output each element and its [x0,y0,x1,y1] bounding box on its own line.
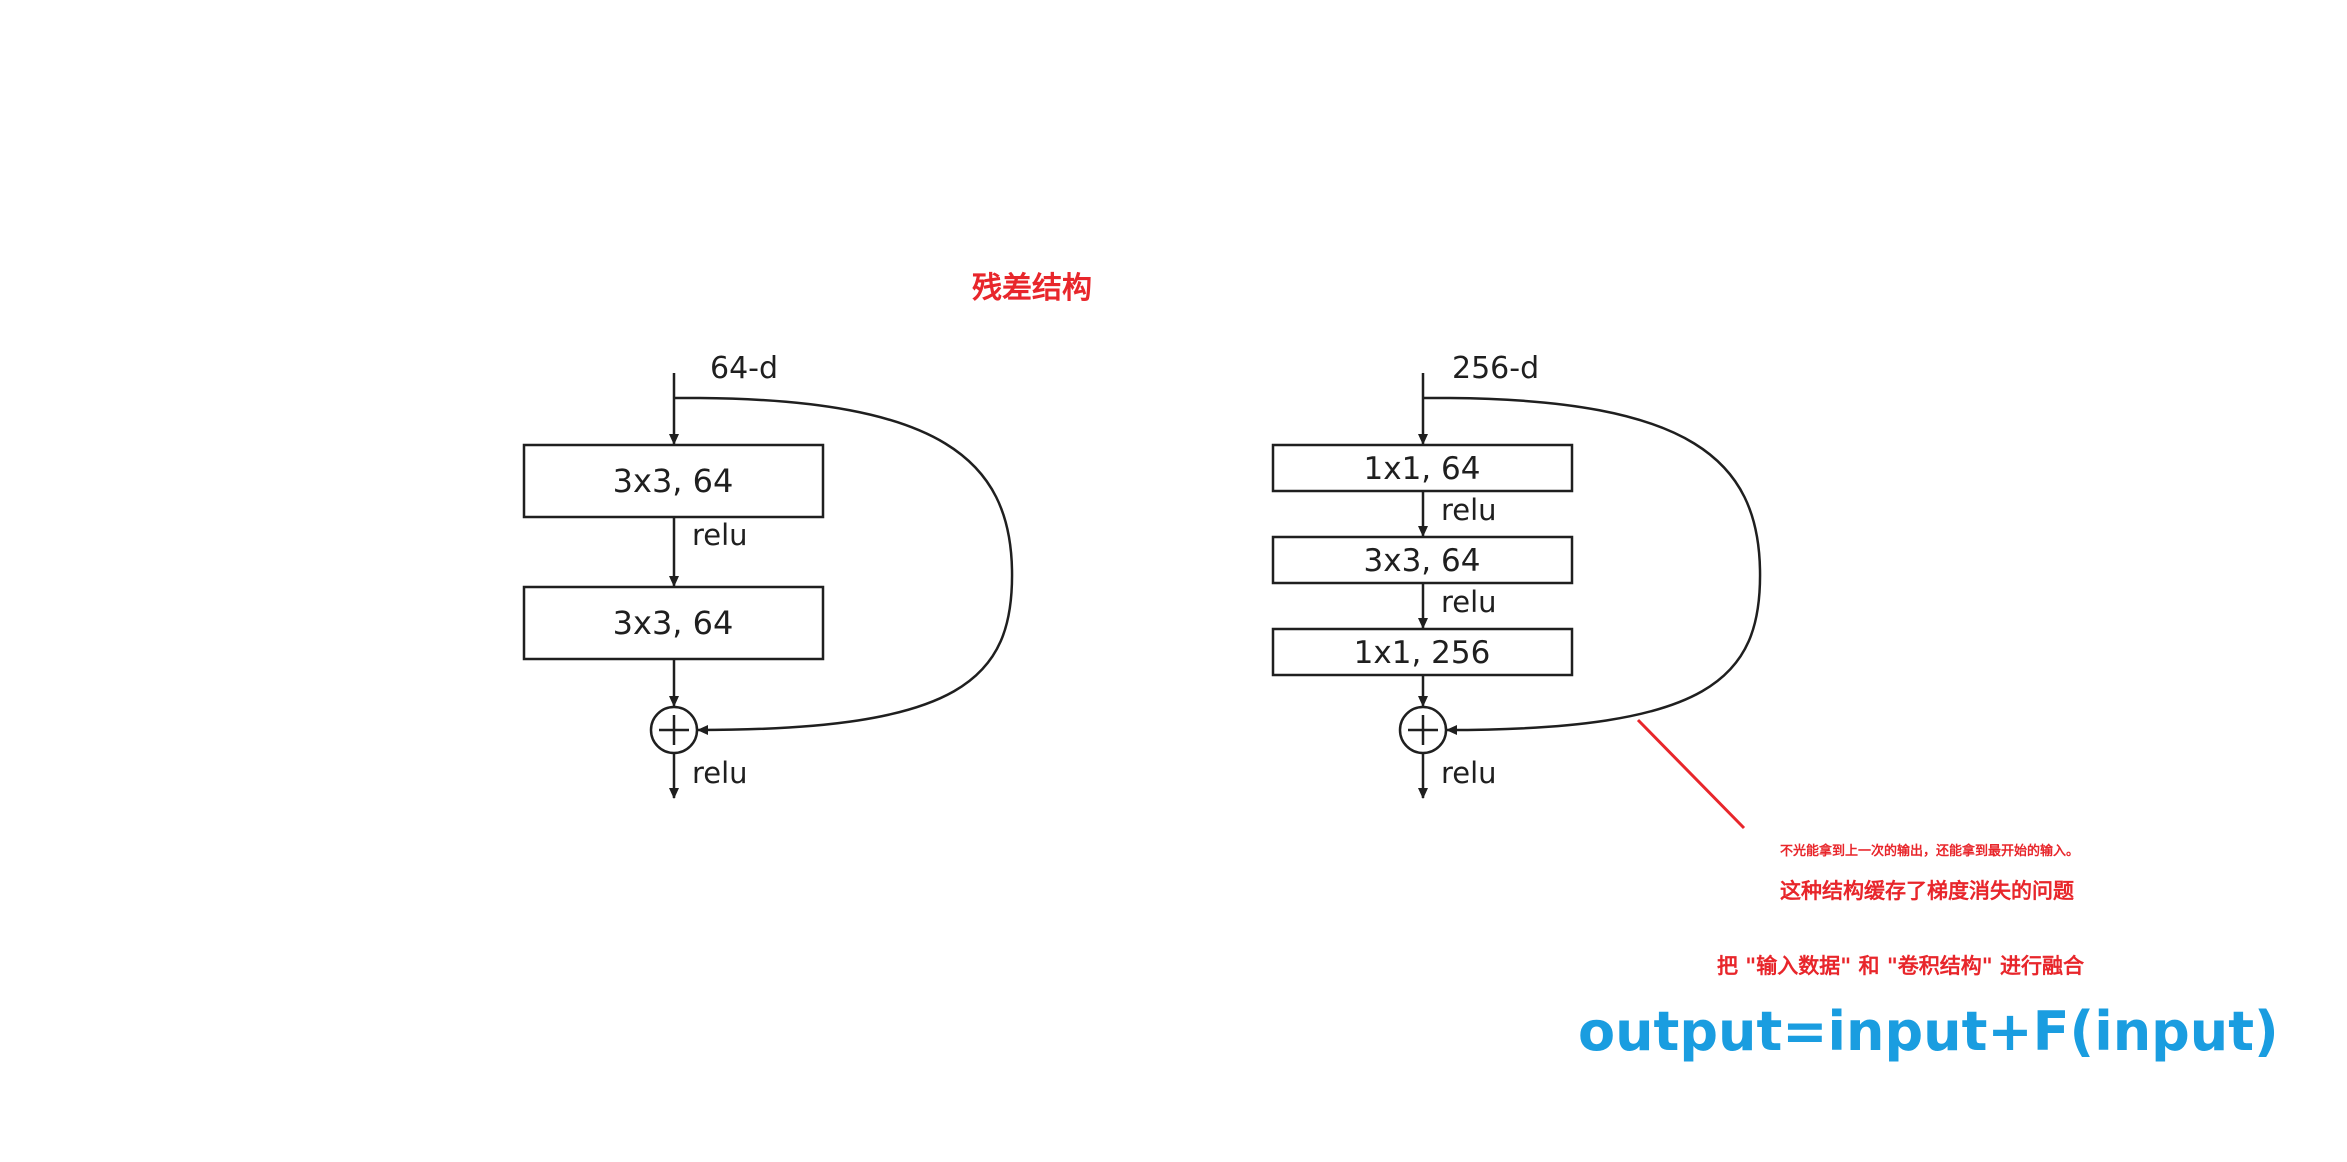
right-layer-1-label: 1x1, 64 [1364,451,1481,487]
right-activation-3: relu [1441,756,1497,790]
residual-formula: output=input+F(input) [1578,1000,2279,1063]
left-skip-connection [674,396,1014,735]
right-activation-2: relu [1441,585,1497,619]
left-activation-1: relu [692,518,748,552]
right-layer-3-box [1271,627,1574,677]
circled-plus-icon [649,705,699,755]
right-layer-2-label: 3x3, 64 [1364,543,1481,579]
left-layer-2-box [522,585,825,661]
left-layer-2-label: 3x3, 64 [613,604,734,642]
annotation-note-3: 把 "输入数据" 和 "卷积结构" 进行融合 [1717,954,2085,978]
right-residual-block: 256-d 1x1, 64 relu 3x3, 64 relu 1x1, 256… [1271,351,1762,799]
diagram-title: 残差结构 [972,271,1092,306]
right-skip-connection [1423,396,1762,735]
annotation-note-2: 这种结构缓存了梯度消失的问题 [1780,879,2074,903]
left-layer-1-label: 3x3, 64 [613,462,734,500]
left-activation-2: relu [692,756,748,790]
right-layer-1-box [1271,443,1574,493]
circled-plus-icon [1398,705,1448,755]
right-activation-1: relu [1441,493,1497,527]
left-residual-block: 64-d 3x3, 64 relu 3x3, 64 relu [522,351,1014,799]
right-layer-2-box [1271,535,1574,585]
right-layer-3-label: 1x1, 256 [1354,635,1491,671]
annotation-note-1: 不光能拿到上一次的输出，还能拿到最开始的输入。 [1780,844,2080,859]
annotation-pointer-line [1636,718,1746,830]
left-input-label: 64-d [710,351,778,386]
right-input-label: 256-d [1452,351,1539,386]
